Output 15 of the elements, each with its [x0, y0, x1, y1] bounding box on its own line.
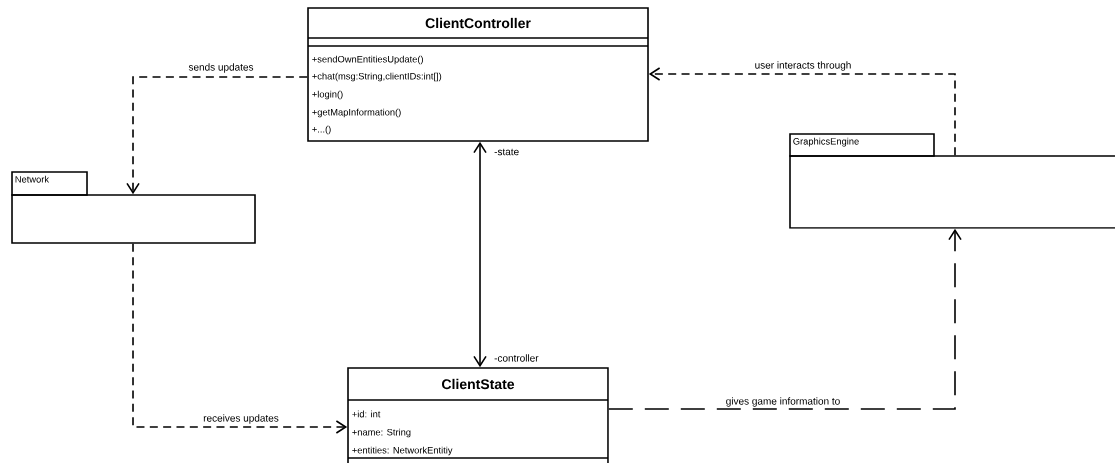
- edge-label: receives updates: [201, 413, 281, 425]
- dependency-arrow: [648, 67, 956, 156]
- class-box: ClientController +sendOwnEntitiesUpdate() +chat(msg:String,clientIDs:int[]) +login() +getMapInformation() +...(): [307, 7, 649, 142]
- dependency-arrow: [608, 228, 962, 410]
- package-box: GraphicsEngine: [789, 133, 1115, 229]
- dependency-arrow: [132, 243, 348, 434]
- dependency-arrow: [473, 141, 487, 368]
- dependency-arrow: [126, 76, 308, 195]
- node-label: Network: [15, 175, 50, 183]
- class-box: ClientState +id: int +name: String +entities: NetworkEntitiy: [347, 367, 609, 463]
- edge-label: gives game information to: [724, 396, 842, 408]
- edge-label: user interacts through: [753, 60, 853, 72]
- node-label: GraphicsEngine: [793, 137, 859, 147]
- edge-label: sends updates: [187, 62, 255, 74]
- package-box: Network: [11, 171, 256, 244]
